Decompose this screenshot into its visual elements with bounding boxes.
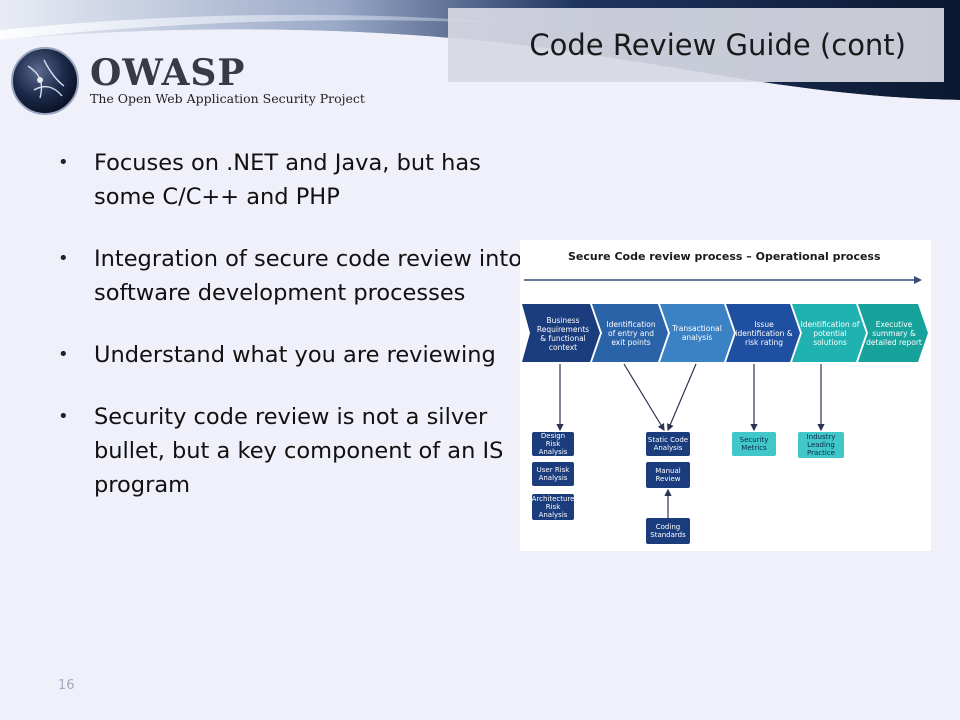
logo-tagline: The Open Web Application Security Projec… [90, 91, 365, 106]
bullet-text: Focuses on .NET and Java, but has some C… [94, 150, 481, 210]
stage-label: Business Requirements & functional conte… [536, 316, 590, 352]
logo-wordmark: OWASP [90, 52, 246, 94]
bullet-dot-icon: • [58, 344, 69, 365]
user-risk-box: User Risk Analysis [532, 462, 574, 486]
bullet-dot-icon: • [58, 152, 69, 173]
stage-chevron [660, 304, 734, 362]
title-box [448, 8, 944, 82]
bullet-dot-icon: • [58, 406, 69, 427]
process-diagram: Secure Code review process – Operational… [520, 240, 931, 551]
owasp-logo: OWASP The Open Web Application Security … [10, 46, 370, 126]
diagram-graphics [522, 276, 928, 518]
stage-label: Identification of entry and exit points [606, 320, 656, 347]
coding-standards-box: Coding Standards [646, 518, 690, 544]
stage-chevron [858, 304, 928, 362]
bullet-item: • Security code review is not a silver b… [56, 400, 546, 502]
bullet-text: Integration of secure code review into s… [94, 246, 522, 306]
bullet-item: • Integration of secure code review into… [56, 242, 546, 310]
stage-chevron [792, 304, 866, 362]
design-risk-box: Design Risk Analysis [532, 432, 574, 456]
security-metrics-box: Security Metrics [732, 432, 776, 456]
stage-label: Issue identification & risk rating [735, 320, 793, 347]
globe-icon [11, 47, 79, 115]
stage-chevron [592, 304, 668, 362]
bullet-item: • Focuses on .NET and Java, but has some… [56, 146, 546, 214]
page-number: 16 [58, 678, 75, 693]
diagram-title: Secure Code review process – Operational… [568, 250, 881, 263]
architecture-risk-box: Architecture Risk Analysis [531, 494, 575, 520]
bullet-list: • Focuses on .NET and Java, but has some… [56, 146, 546, 530]
bullet-text: Understand what you are reviewing [94, 342, 496, 368]
industry-practice-box: Industry Leading Practice [798, 432, 844, 458]
stage-label: Identification of potential solutions [800, 320, 860, 347]
slide-title: Code Review Guide (cont) [529, 28, 906, 62]
stage-label: Executive summary & detailed report [866, 320, 922, 347]
manual-review-box: Manual Review [646, 462, 690, 488]
stage-chevron [726, 304, 800, 362]
bullet-text: Security code review is not a silver bul… [94, 404, 504, 498]
stage-label: Transactional analysis [672, 324, 722, 342]
static-code-box: Static Code Analysis [646, 432, 690, 456]
bullet-dot-icon: • [58, 248, 69, 269]
stage-chevron [522, 304, 600, 362]
bullet-item: • Understand what you are reviewing [56, 338, 546, 372]
